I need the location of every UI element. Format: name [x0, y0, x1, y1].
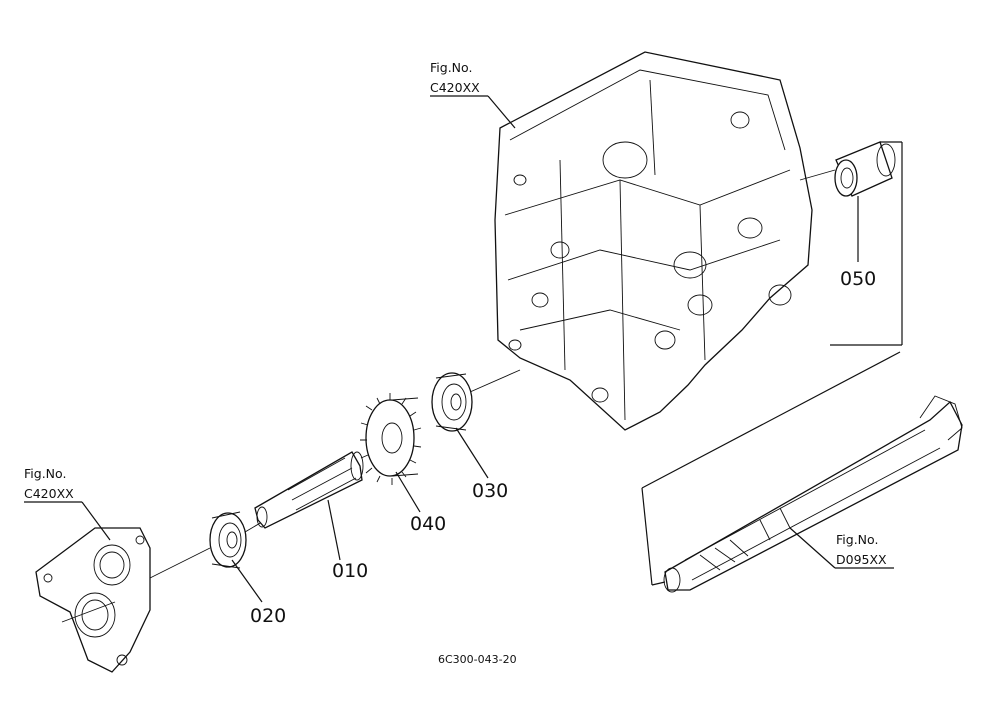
bearing-030 — [431, 372, 473, 432]
part-number-020: 020 — [250, 605, 286, 627]
figure-ref-title: Fig.No. — [24, 466, 66, 481]
figure-ref-shaft: Fig.No. D095XX — [836, 532, 887, 567]
figure-ref-code: D095XX — [836, 552, 887, 567]
figure-ref-case: Fig.No. C420XX — [430, 60, 480, 95]
part-number-010: 010 — [332, 560, 368, 582]
drawing-code: 6C300-043-20 — [438, 653, 517, 666]
part-number-030: 030 — [472, 480, 508, 502]
shaft-010 — [254, 451, 364, 529]
transmission-case — [494, 51, 813, 431]
leader-lines — [24, 95, 903, 603]
bushing-050 — [834, 141, 896, 197]
figure-ref-title: Fig.No. — [430, 60, 472, 75]
figure-ref-code: C420XX — [24, 486, 74, 501]
figure-ref-code: C420XX — [430, 80, 480, 95]
gear-040 — [360, 393, 422, 485]
bearing-020 — [209, 511, 247, 569]
part-number-040: 040 — [410, 513, 446, 535]
output-shaft — [663, 395, 963, 593]
assembly-axis — [61, 169, 836, 623]
part-number-050: 050 — [840, 268, 876, 290]
figure-ref-title: Fig.No. — [836, 532, 878, 547]
figure-ref-cover: Fig.No. C420XX — [24, 466, 74, 501]
front-cover — [35, 527, 151, 673]
